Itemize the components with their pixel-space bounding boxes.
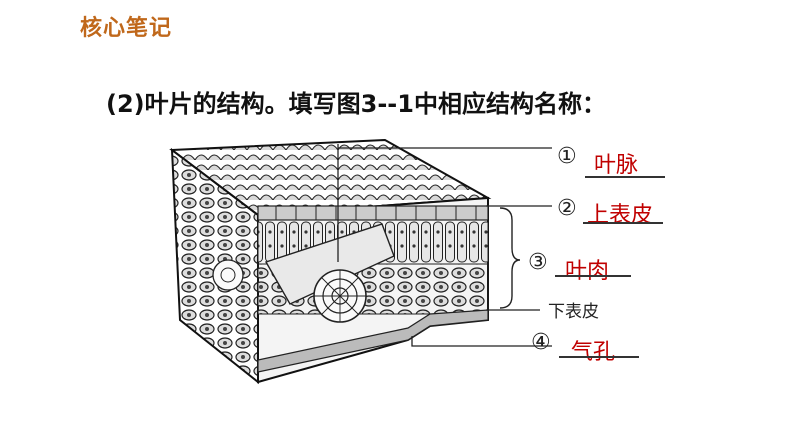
- lower-epidermis-label: 下表皮: [548, 297, 599, 322]
- answer-2: 上表皮: [587, 197, 653, 229]
- answer-3: 叶肉: [565, 253, 609, 285]
- answer-1: 叶脉: [594, 147, 638, 179]
- label-number-3: ③: [528, 250, 548, 275]
- label-number-4: ④: [531, 330, 551, 355]
- answer-4: 气孔: [571, 334, 615, 366]
- answer-underline-1: [585, 176, 665, 178]
- label-number-2: ②: [557, 196, 577, 221]
- label-number-1: ①: [557, 144, 577, 169]
- answer-underline-4: [559, 356, 639, 358]
- answer-underline-3: [555, 275, 631, 277]
- answer-underline-2: [583, 222, 663, 224]
